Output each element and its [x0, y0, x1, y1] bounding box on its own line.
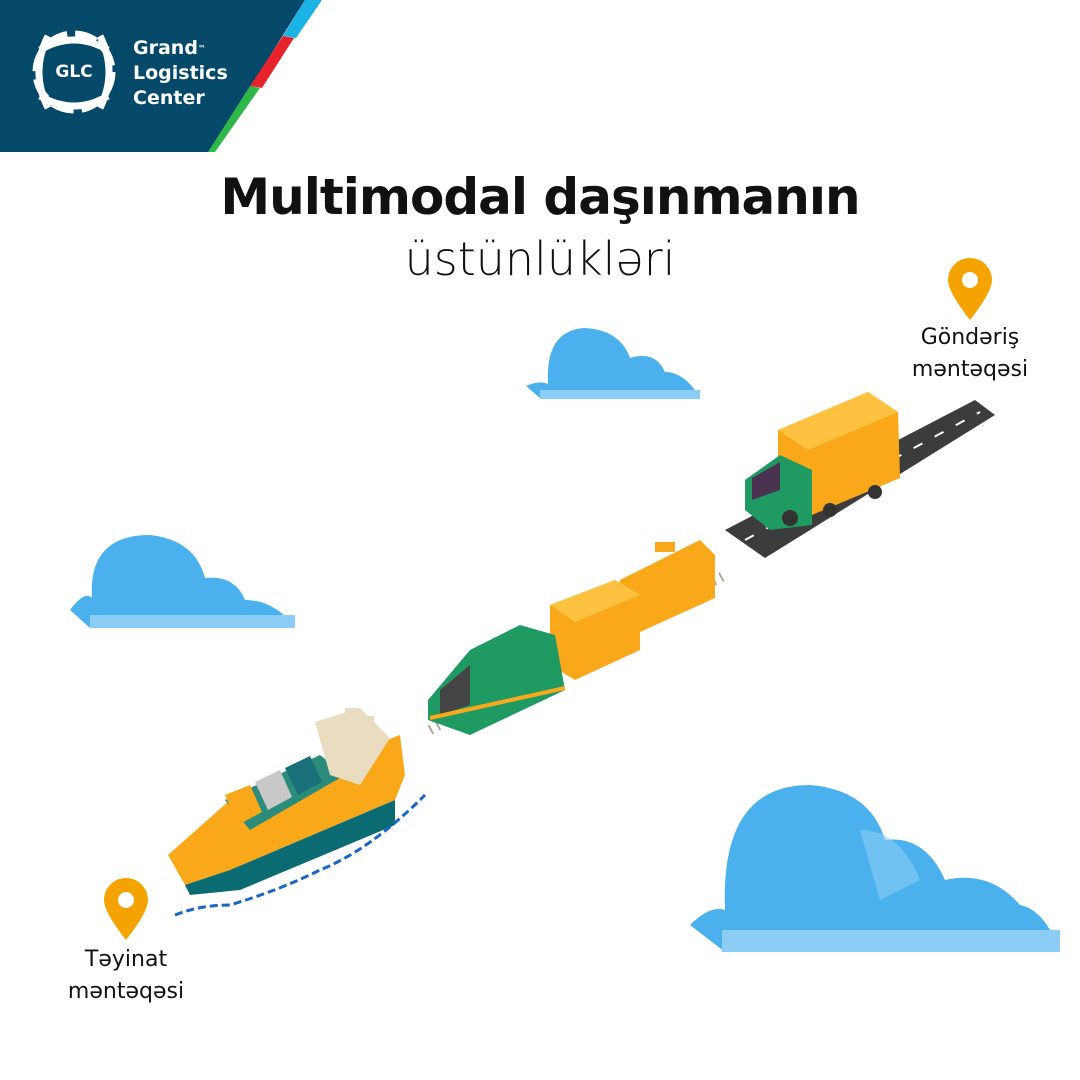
- brand-line-1: Grand: [133, 37, 198, 59]
- destination-label: Təyinat məntəqəsi: [26, 944, 226, 1008]
- origin-label-line-1: Göndəriş: [920, 325, 1020, 350]
- page-subtitle: üstünlükləri: [404, 232, 676, 286]
- brand-line-2: Logistics: [133, 62, 228, 84]
- destination-label-line-2: məntəqəsi: [67, 979, 185, 1004]
- container-ship: [168, 708, 427, 917]
- logo-mark: GLC: [55, 62, 93, 82]
- cloud-left: [70, 535, 295, 628]
- cloud-top: [526, 328, 700, 399]
- origin-label: Göndəriş məntəqəsi: [870, 322, 1070, 386]
- truck-on-road: [725, 392, 995, 558]
- glc-emblem-icon: [32, 30, 116, 114]
- brand-name: Grand™ Logistics Center: [133, 36, 228, 111]
- destination-map-pin-icon: [104, 878, 148, 940]
- brand-line-3: Center: [133, 87, 205, 109]
- page-title: Multimodal daşınmanın: [220, 168, 860, 226]
- train: [427, 540, 728, 735]
- destination-label-line-1: Təyinat: [84, 947, 168, 972]
- trademark: ™: [197, 44, 206, 53]
- origin-map-pin-icon: [948, 258, 992, 320]
- origin-label-line-2: məntəqəsi: [911, 357, 1029, 382]
- cloud-bottom-right: [690, 785, 1060, 952]
